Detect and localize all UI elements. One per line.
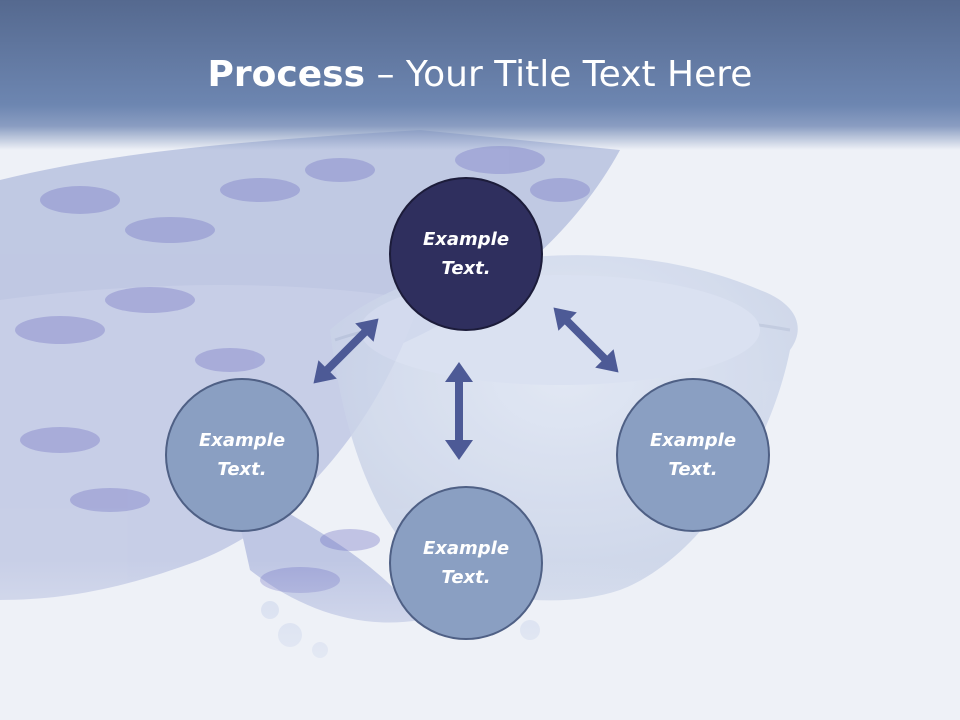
title-rest: – Your Title Text Here [365,54,753,95]
node-left-label: Example Text. [198,430,286,480]
node-right-label: Example Text. [649,430,737,480]
arrow-center-bottom [445,362,473,460]
node-center-label: Example Text. [422,229,510,279]
slide-title: Process – Your Title Text Here [0,48,960,102]
arrow-center-right [553,307,619,373]
process-node-right: Example Text. [616,378,770,532]
title-bar [0,0,960,150]
title-strong: Process [207,54,366,95]
process-node-center: Example Text. [389,177,543,331]
process-node-left: Example Text. [165,378,319,532]
arrow-center-left [313,318,379,384]
process-node-bottom: Example Text. [389,486,543,640]
node-bottom-label: Example Text. [422,538,510,588]
